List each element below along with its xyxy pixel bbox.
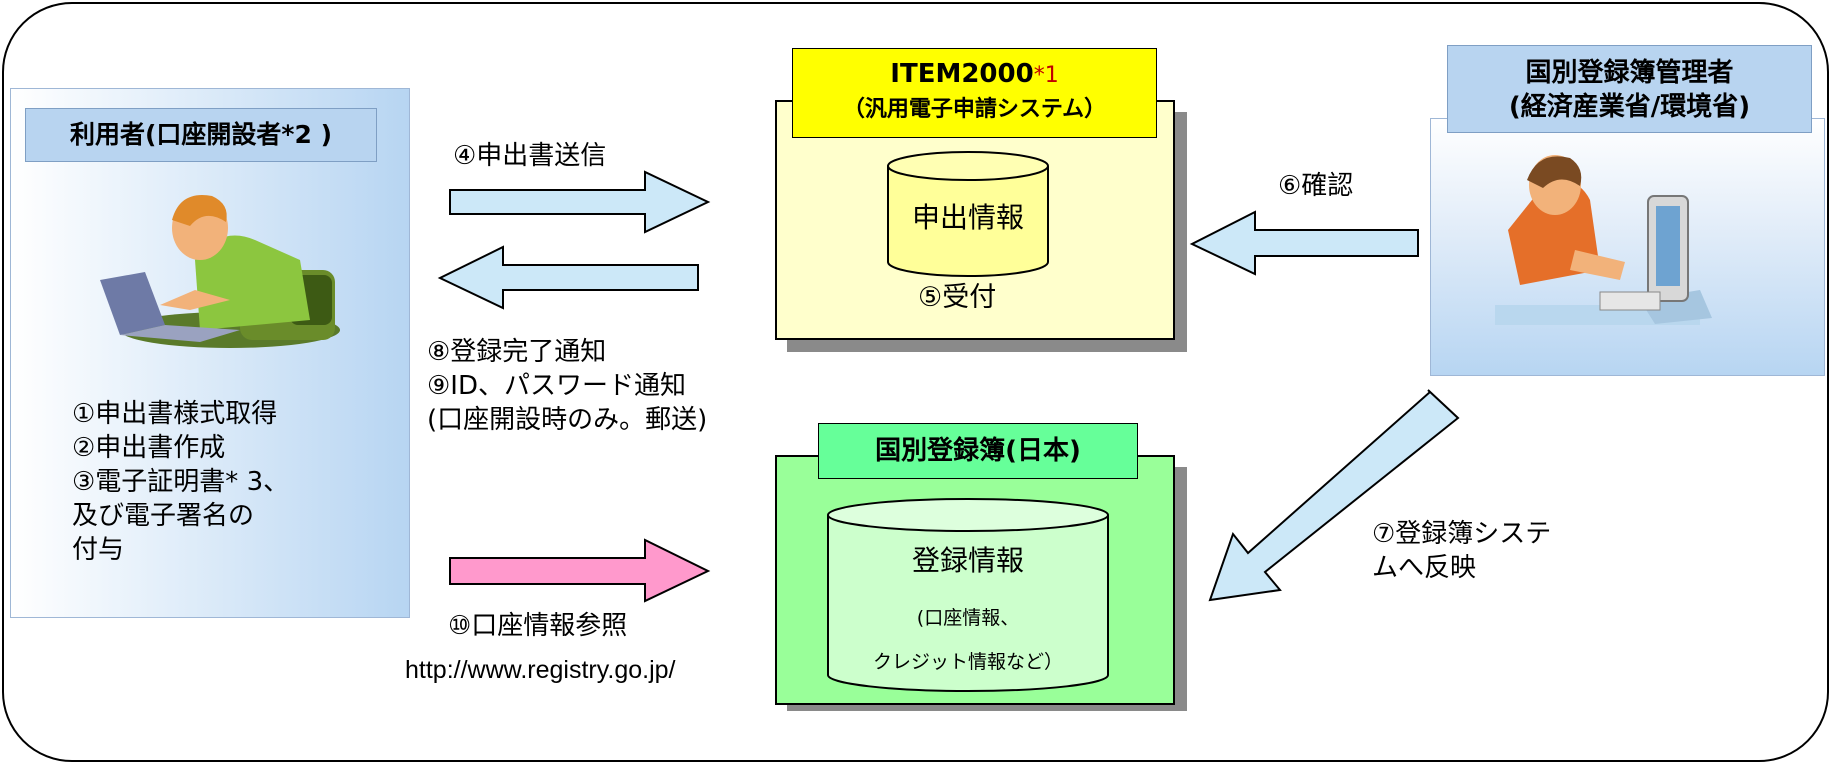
refer-label: ⑩口座情報参照	[448, 611, 628, 641]
send-label: ④申出書送信	[453, 141, 607, 171]
item2000-title-mark: *1	[1033, 63, 1059, 88]
arrows-layer	[437, 170, 1460, 603]
item2000-receive: ⑤受付	[918, 282, 997, 313]
notify-label-1: ⑧登録完了通知	[427, 337, 607, 367]
admin-title-line2: (経済産業省/環境省)	[1508, 92, 1751, 122]
registry-database-icon	[827, 498, 1109, 692]
admin-title: 国別登録簿管理者 (経済産業省/環境省)	[1447, 45, 1812, 133]
user-step-1: ①申出書様式取得	[72, 399, 278, 429]
item2000-database-icon	[887, 151, 1049, 277]
registry-db-sub2: クレジット情報など）	[872, 651, 1063, 673]
user-panel	[10, 88, 410, 618]
refer-arrow	[449, 538, 711, 603]
user-step-3: ③電子証明書* 3、	[72, 467, 290, 497]
item2000-title: ITEM2000*1 （汎用電子申請システム）	[792, 48, 1157, 138]
user-at-laptop-icon	[100, 195, 340, 348]
registry-db-sub1: (口座情報、	[916, 607, 1020, 629]
item2000-title-line2: （汎用電子申請システム）	[842, 97, 1107, 122]
confirm-arrow	[1189, 210, 1419, 276]
user-title: 利用者(口座開設者*2 )	[25, 108, 377, 162]
user-step-4: 及び電子署名の	[72, 501, 255, 531]
registry-db-label: 登録情報	[911, 544, 1024, 577]
registry-title: 国別登録簿(日本)	[818, 423, 1138, 479]
user-step-2: ②申出書作成	[72, 433, 226, 463]
notify-label-3: (口座開設時のみ。郵送)	[427, 405, 708, 435]
user-step-5: 付与	[72, 535, 125, 565]
item2000-db-label: 申出情報	[911, 201, 1024, 234]
registry-url[interactable]: http://www.registry.go.jp/	[405, 656, 676, 684]
admin-panel	[1430, 118, 1825, 376]
send-arrow	[449, 170, 711, 234]
reflect-label-2: ムへ反映	[1372, 553, 1477, 583]
notify-label-2: ⑨ID、パスワード通知	[427, 371, 686, 401]
admin-title-line1: 国別登録簿管理者	[1525, 58, 1734, 88]
reflect-arrow	[1208, 389, 1460, 602]
admin-at-computer-icon	[1495, 155, 1712, 325]
confirm-label: ⑥確認	[1278, 171, 1354, 201]
item2000-title-line1: ITEM2000	[890, 59, 1034, 89]
notify-arrow	[437, 245, 699, 310]
reflect-label-1: ⑦登録簿システ	[1372, 519, 1552, 549]
